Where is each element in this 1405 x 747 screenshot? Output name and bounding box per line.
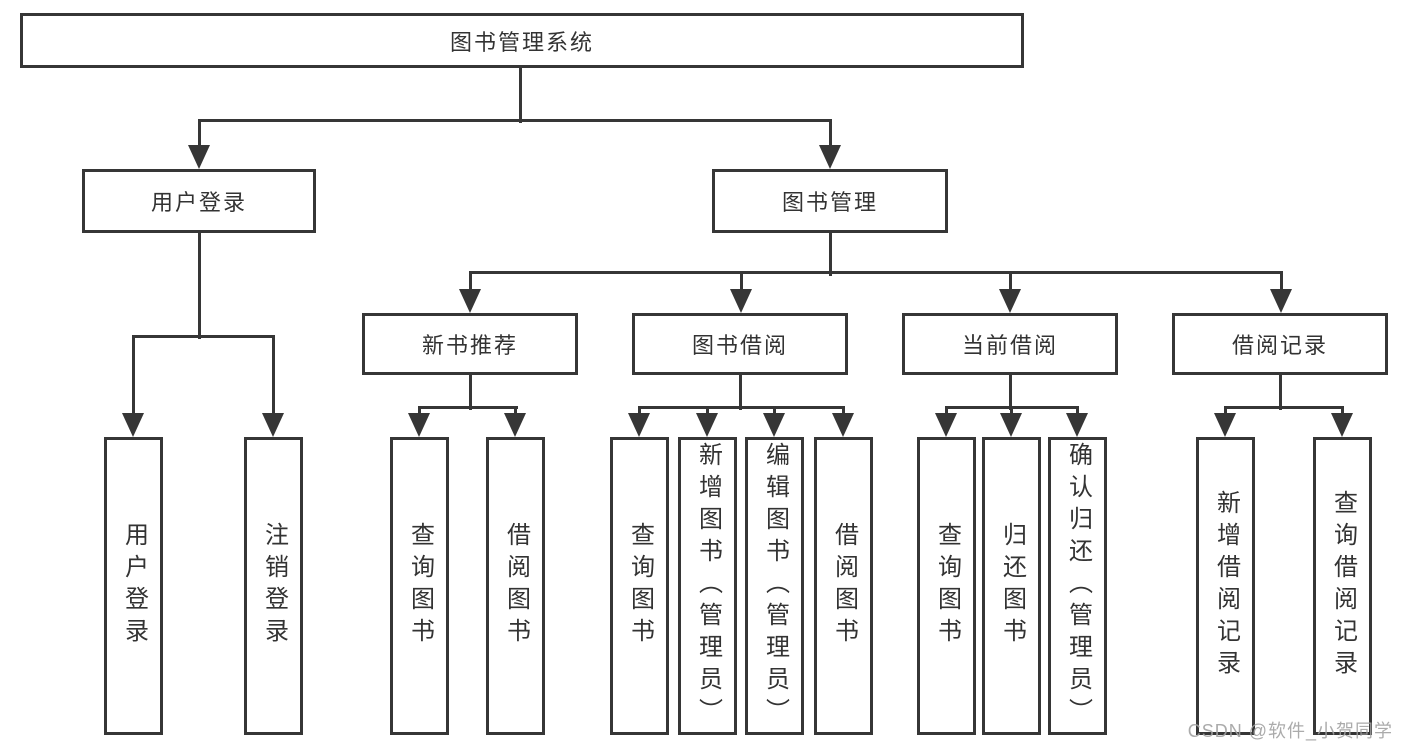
arrow-down-icon-br2 <box>1331 413 1353 437</box>
node-book-management: 图书管理 <box>712 169 948 233</box>
connector-drop-cb1 <box>945 406 948 415</box>
leaf-query-books-borrow-label: 查询图书 <box>626 522 654 650</box>
connector-userlogin-stem <box>198 230 201 339</box>
node-new-book-recommend: 新书推荐 <box>362 313 578 375</box>
connector-drop-leaf-logout <box>272 335 275 415</box>
connector-drop-bb3 <box>773 406 776 415</box>
connector-drop-leaf-login <box>132 335 135 415</box>
csdn-watermark: CSDN @软件_小贺同学 <box>1187 721 1393 741</box>
leaf-query-borrow-record-label: 查询借阅记录 <box>1329 490 1357 682</box>
leaf-borrow-books-recommend-label: 借阅图书 <box>502 522 530 650</box>
leaf-user-login-label: 用户登录 <box>120 522 148 650</box>
node-book-borrow-label: 图书借阅 <box>691 333 788 358</box>
leaf-edit-book-admin-label: 编辑图书（管理员） <box>761 442 789 730</box>
arrow-down-icon-br1 <box>1214 413 1236 437</box>
leaf-user-login: 用户登录 <box>104 437 163 735</box>
leaf-add-borrow-record: 新增借阅记录 <box>1196 437 1255 735</box>
node-current-borrow: 当前借阅 <box>902 313 1118 375</box>
leaf-borrow-books-label: 借阅图书 <box>830 522 858 650</box>
connector-mgmt-branch <box>469 271 1282 274</box>
connector-drop-bb1 <box>638 406 641 415</box>
arrow-down-icon-nb1 <box>408 413 430 437</box>
arrow-down-icon-leaf-login <box>122 413 144 437</box>
connector-drop-book-borrow <box>740 271 743 291</box>
arrow-down-icon-bb4 <box>832 413 854 437</box>
leaf-query-books-recommend-label: 查询图书 <box>406 522 434 650</box>
arrow-down-icon-cb3 <box>1066 413 1088 437</box>
leaf-logout: 注销登录 <box>244 437 303 735</box>
leaf-add-book-admin: 新增图书（管理员） <box>678 437 737 735</box>
node-root-label: 图书管理系统 <box>449 29 594 55</box>
connector-drop-nb2 <box>514 406 517 415</box>
connector-drop-new-book <box>469 271 472 291</box>
node-root: 图书管理系统 <box>20 13 1024 68</box>
connector-newbook-stem <box>469 373 472 410</box>
leaf-query-books-recommend: 查询图书 <box>390 437 449 735</box>
connector-drop-br2 <box>1341 406 1344 415</box>
connector-bookborrow-branch <box>638 406 845 409</box>
connector-drop-nb1 <box>418 406 421 415</box>
arrow-down-icon-leaf-logout <box>262 413 284 437</box>
node-borrow-record: 借阅记录 <box>1172 313 1388 375</box>
leaf-return-books-label: 归还图书 <box>998 522 1026 650</box>
connector-bookborrow-stem <box>739 373 742 410</box>
node-user-login-label: 用户登录 <box>150 190 247 215</box>
connector-drop-bb2 <box>706 406 709 415</box>
leaf-add-book-admin-label: 新增图书（管理员） <box>694 442 722 730</box>
connector-userlogin-branch <box>132 335 275 338</box>
leaf-query-books-current: 查询图书 <box>917 437 976 735</box>
leaf-logout-label: 注销登录 <box>260 522 288 650</box>
leaf-confirm-return-admin-label: 确认归还（管理员） <box>1064 442 1092 730</box>
connector-newbook-branch <box>418 406 518 409</box>
arrow-down-icon-current-borrow <box>999 289 1021 313</box>
node-new-book-recommend-label: 新书推荐 <box>421 333 518 358</box>
arrow-down-icon-nb2 <box>504 413 526 437</box>
arrow-down-icon-cb2 <box>1000 413 1022 437</box>
arrow-down-icon-bb1 <box>628 413 650 437</box>
connector-drop-current-borrow <box>1009 271 1012 291</box>
arrow-down-icon-book-management <box>819 145 841 169</box>
node-book-management-label: 图书管理 <box>781 190 878 215</box>
arrow-down-icon-bb2 <box>696 413 718 437</box>
connector-drop-user-login <box>198 119 201 147</box>
connector-currentborrow-stem <box>1009 373 1012 410</box>
leaf-borrow-books: 借阅图书 <box>814 437 873 735</box>
leaf-query-books-current-label: 查询图书 <box>933 522 961 650</box>
connector-drop-cb2 <box>1010 406 1013 415</box>
connector-drop-book-management <box>829 119 832 147</box>
arrow-down-icon-borrow-record <box>1270 289 1292 313</box>
connector-drop-borrow-record <box>1280 271 1283 291</box>
arrow-down-icon-cb1 <box>935 413 957 437</box>
connector-drop-bb4 <box>842 406 845 415</box>
node-current-borrow-label: 当前借阅 <box>961 333 1058 358</box>
connector-drop-cb3 <box>1076 406 1079 415</box>
leaf-confirm-return-admin: 确认归还（管理员） <box>1048 437 1107 735</box>
arrow-down-icon-bb3 <box>763 413 785 437</box>
leaf-query-books-borrow: 查询图书 <box>610 437 669 735</box>
arrow-down-icon-new-book <box>459 289 481 313</box>
arrow-down-icon-user-login <box>188 145 210 169</box>
leaf-add-borrow-record-label: 新增借阅记录 <box>1212 490 1240 682</box>
node-book-borrow: 图书借阅 <box>632 313 848 375</box>
leaf-query-borrow-record: 查询借阅记录 <box>1313 437 1372 735</box>
connector-root-stem <box>519 66 522 123</box>
connector-drop-br1 <box>1224 406 1227 415</box>
connector-borrowrecord-stem <box>1279 373 1282 410</box>
leaf-edit-book-admin: 编辑图书（管理员） <box>745 437 804 735</box>
connector-borrowrecord-branch <box>1224 406 1344 409</box>
arrow-down-icon-book-borrow <box>730 289 752 313</box>
leaf-borrow-books-recommend: 借阅图书 <box>486 437 545 735</box>
connector-mgmt-stem <box>829 230 832 276</box>
node-user-login: 用户登录 <box>82 169 316 233</box>
node-borrow-record-label: 借阅记录 <box>1231 333 1328 358</box>
connector-root-branch <box>198 119 832 122</box>
leaf-return-books: 归还图书 <box>982 437 1041 735</box>
